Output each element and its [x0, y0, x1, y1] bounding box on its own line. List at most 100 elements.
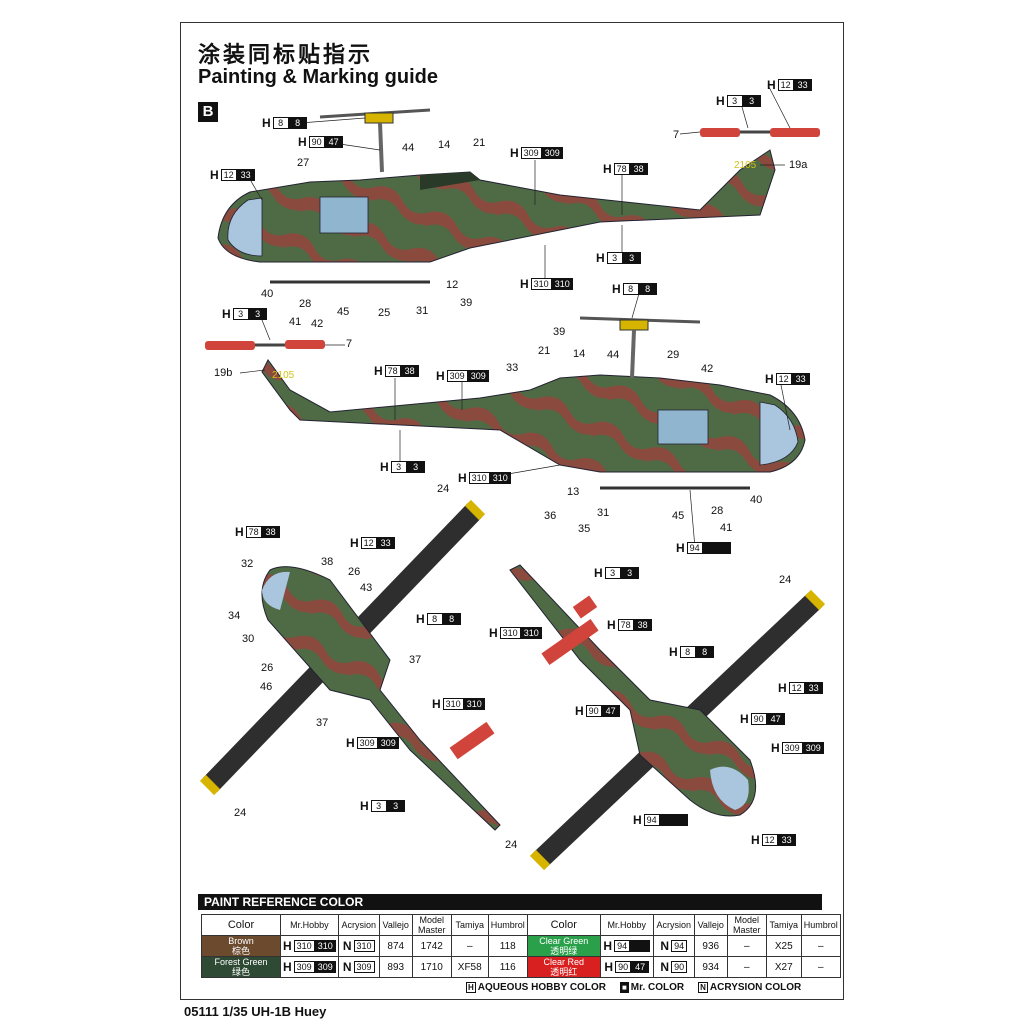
header-tamiya-1: Tamiya — [450, 914, 489, 936]
header-vallejo-2: Vallejo — [693, 914, 728, 936]
callout-34: 34 — [228, 610, 241, 622]
callout-44a: 44 — [402, 142, 415, 154]
tamiya-cell: – — [450, 935, 489, 957]
vallejo-cell: 936 — [693, 935, 728, 957]
humbrol-cell: – — [800, 935, 841, 957]
callout-37a: 37 — [409, 654, 422, 666]
callout-36: 36 — [544, 510, 557, 522]
callout-28b: 28 — [711, 505, 724, 517]
vallejo-cell: 934 — [693, 956, 728, 978]
header-mrhobby-2: Mr.Hobby — [599, 914, 654, 936]
callout-44b: 44 — [607, 349, 620, 361]
helicopter-bottom-view — [509, 564, 826, 871]
page-frame — [180, 22, 844, 1000]
callout-26a: 26 — [348, 566, 361, 578]
header-color-1: Color — [201, 914, 281, 936]
helicopter-side-right: 2105 — [205, 316, 806, 490]
header-humbrol-2: Humbrol — [800, 914, 841, 936]
modelmaster-cell: 1742 — [411, 935, 452, 957]
callout-46: 46 — [260, 681, 273, 693]
scheme-badge: B — [198, 102, 218, 122]
callout-39a: 39 — [460, 297, 473, 309]
header-modelmaster-2: Model Master — [726, 914, 767, 936]
callout-13: 13 — [567, 486, 580, 498]
callout-31b: 31 — [597, 507, 610, 519]
callout-31a: 31 — [416, 305, 429, 317]
callout-32: 32 — [241, 558, 254, 570]
callout-40a: 40 — [261, 288, 274, 300]
header-color-2: Color — [526, 914, 601, 936]
product-footer: 05111 1/35 UH-1B Huey — [184, 1004, 327, 1019]
callout-45a: 45 — [337, 306, 350, 318]
tamiya-cell: X25 — [765, 935, 802, 957]
callout-7a: 7 — [673, 129, 680, 141]
helicopter-top-view — [199, 499, 501, 831]
humbrol-cell: 116 — [487, 956, 528, 978]
humbrol-cell: 118 — [487, 935, 528, 957]
page-title-cn: 涂装同标贴指示 — [198, 43, 374, 68]
callout-29: 29 — [667, 349, 680, 361]
callout-12: 12 — [446, 279, 459, 291]
callout-38: 38 — [321, 556, 334, 568]
header-tamiya-2: Tamiya — [765, 914, 802, 936]
header-vallejo-1: Vallejo — [378, 914, 413, 936]
header-acrysion-2: Acrysion — [652, 914, 695, 936]
callout-21a: 21 — [473, 137, 486, 149]
callout-41a: 41 — [289, 316, 302, 328]
callout-19a: 19a — [789, 159, 808, 171]
callout-45b: 45 — [672, 510, 685, 522]
paint-reference-title: PAINT REFERENCE COLOR — [198, 894, 822, 910]
callout-24c: 24 — [779, 574, 792, 586]
table-header-row: Color Mr.Hobby Acrysion Vallejo Model Ma… — [201, 914, 841, 936]
header-mrhobby-1: Mr.Hobby — [280, 914, 339, 936]
callout-26b: 26 — [261, 662, 274, 674]
tamiya-cell: XF58 — [450, 956, 489, 978]
legend-mr-color: ■Mr. COLOR — [619, 982, 685, 993]
header-humbrol-1: Humbrol — [487, 914, 528, 936]
callout-14a: 14 — [438, 139, 451, 151]
callout-42a: 42 — [311, 318, 324, 330]
page-title: Painting & Marking guide — [198, 66, 439, 88]
tail-number-2: 2105 — [272, 370, 295, 381]
header-modelmaster-1: Model Master — [411, 914, 452, 936]
callout-42b: 42 — [701, 363, 714, 375]
callout-28a: 28 — [299, 298, 312, 310]
callout-37b: 37 — [316, 717, 329, 729]
callout-21b: 21 — [538, 345, 551, 357]
callout-19b: 19b — [214, 367, 233, 379]
modelmaster-cell: – — [726, 935, 767, 957]
